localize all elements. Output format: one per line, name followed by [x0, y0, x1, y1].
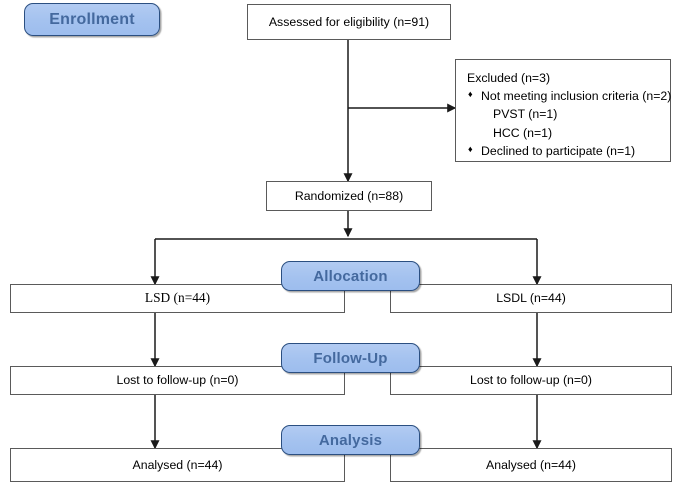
excluded-heading: Excluded (n=3) — [467, 71, 551, 85]
node-analysed-lsdl-label: Analysed (n=44) — [486, 457, 576, 472]
excluded-item-1: ♦ Not meeting inclusion criteria (n=2) — [467, 87, 671, 105]
node-allocation-lsdl: LSDL (n=44) — [390, 284, 672, 313]
node-allocation-lsd-label: LSD (n=44) — [144, 290, 211, 306]
node-analysed-lsdl: Analysed (n=44) — [390, 448, 672, 482]
node-assessed-for-eligibility: Assessed for eligibility (n=91) — [247, 4, 451, 40]
stage-badge-followup-label: Follow-Up — [313, 349, 388, 367]
stage-badge-allocation: Allocation — [281, 261, 420, 291]
stage-badge-analysis: Analysis — [281, 425, 420, 455]
diamond-bullet-icon: ♦ — [468, 89, 473, 100]
excluded-item-2: ♦ Declined to participate (n=1) — [467, 142, 660, 160]
node-randomized-label: Randomized (n=88) — [294, 188, 404, 203]
excluded-item-1-sub-1: PVST (n=1) — [493, 107, 558, 122]
node-followup-lsd-label: Lost to follow-up (n=0) — [116, 373, 239, 388]
diamond-bullet-icon: ♦ — [468, 143, 473, 154]
stage-badge-enrollment-label: Enrollment — [49, 10, 135, 28]
node-analysed-lsd-label: Analysed (n=44) — [132, 457, 223, 472]
node-randomized: Randomized (n=88) — [266, 181, 432, 211]
node-excluded: Excluded (n=3) ♦ Not meeting inclusion cr… — [455, 59, 671, 162]
stage-badge-followup: Follow-Up — [281, 343, 420, 373]
stage-badge-allocation-label: Allocation — [313, 267, 388, 285]
stage-badge-enrollment: Enrollment — [24, 3, 160, 36]
excluded-item-2-label: Declined to participate (n=1) — [481, 143, 636, 158]
node-allocation-lsdl-label: LSDL (n=44) — [496, 291, 566, 306]
excluded-item-1-label: Not meeting inclusion criteria (n=2) — [481, 89, 672, 104]
node-followup-lsdl: Lost to follow-up (n=0) — [390, 366, 672, 395]
node-assessed-label: Assessed for eligibility (n=91) — [268, 14, 430, 29]
excluded-item-1-sub-2: HCC (n=1) — [493, 125, 553, 140]
node-followup-lsdl-label: Lost to follow-up (n=0) — [469, 373, 592, 388]
stage-badge-analysis-label: Analysis — [318, 431, 383, 449]
